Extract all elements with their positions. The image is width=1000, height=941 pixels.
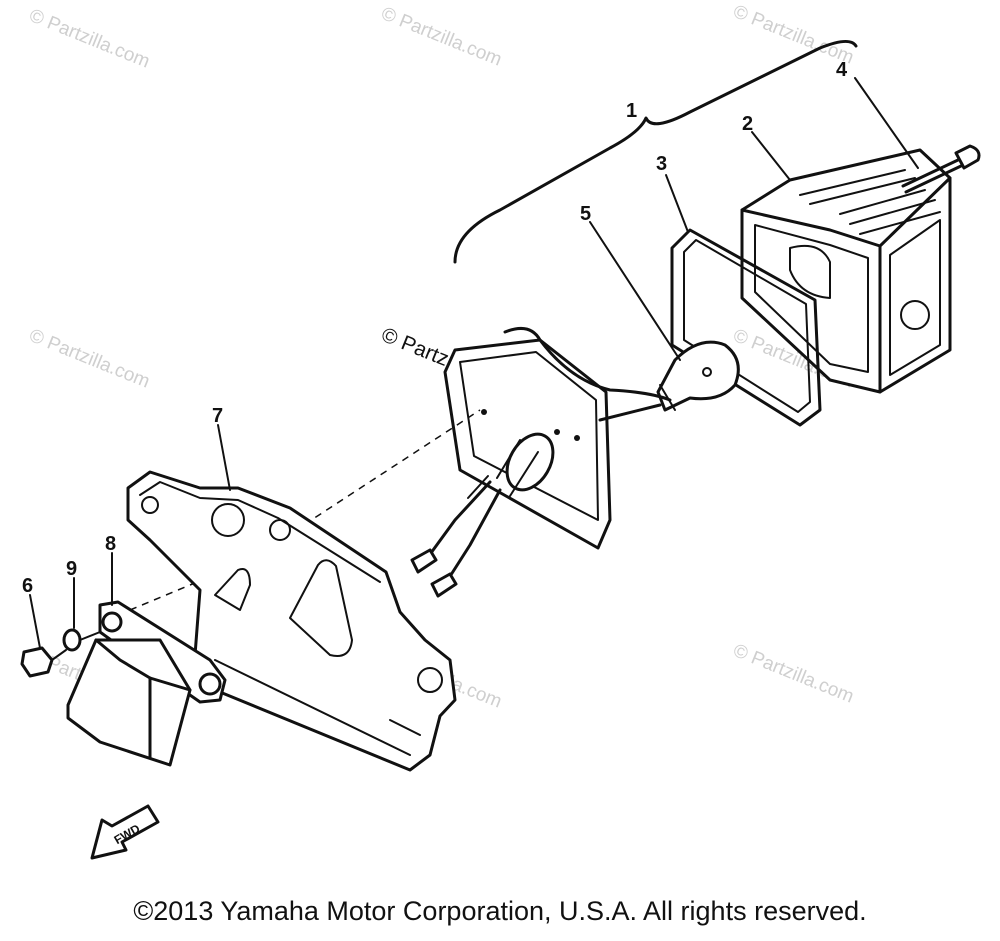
taillight-base: [443, 326, 672, 550]
bulb: [656, 340, 740, 412]
washer: [62, 628, 101, 652]
part-label-4: 4: [836, 59, 848, 81]
part-labels: 1 2 3 4 5 6 7 8 9: [22, 59, 848, 597]
part-label-9: 9: [66, 558, 77, 580]
screw: [901, 144, 981, 194]
wire-connectors: [410, 475, 502, 598]
watermark: © Partzilla.com: [26, 5, 153, 72]
part-label-2: 2: [742, 113, 753, 135]
part-label-3: 3: [656, 153, 667, 175]
part-label-5: 5: [580, 203, 591, 225]
gasket: [670, 228, 822, 427]
lens-cover: [740, 148, 952, 394]
fwd-arrow: FWD: [90, 804, 160, 860]
mounting-bracket: [126, 470, 457, 772]
copyright-notice: ©2013 Yamaha Motor Corporation, U.S.A. A…: [133, 896, 867, 926]
watermark: © Partzilla.com: [26, 325, 153, 392]
license-light: [66, 600, 227, 767]
watermark: © Partzilla.com: [378, 3, 505, 70]
part-label-8: 8: [105, 533, 116, 555]
leader-lines: [29, 77, 919, 649]
part-label-1: 1: [626, 100, 637, 122]
watermark: © Partzilla.com: [730, 640, 857, 707]
grille-hatching: [799, 169, 941, 235]
part-label-6: 6: [22, 575, 33, 597]
part-label-7: 7: [212, 405, 223, 427]
group-bracket: [453, 40, 858, 264]
nut: [20, 646, 67, 678]
